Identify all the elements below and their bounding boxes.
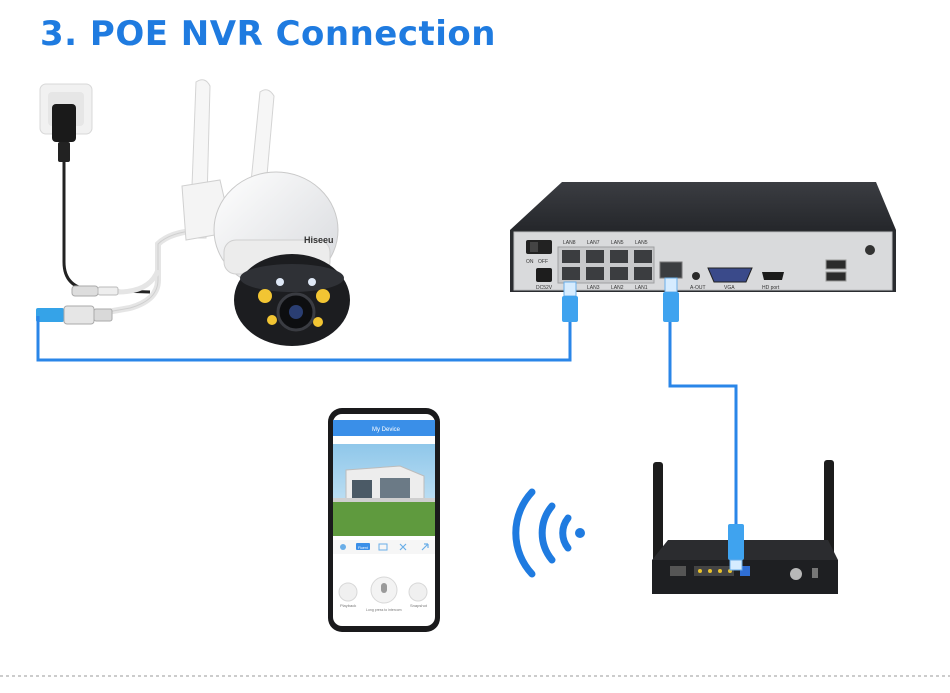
switch-on-label: ON bbox=[526, 259, 534, 265]
usb-port bbox=[825, 271, 847, 282]
lan-label: LAN5 bbox=[635, 240, 648, 246]
vga-label: VGA bbox=[724, 285, 735, 291]
dc-connector bbox=[71, 285, 119, 297]
app-header-title: My Device bbox=[372, 427, 401, 433]
vga-port bbox=[707, 267, 753, 283]
nvr-recorder: ON OFF DC52V LAN8 LAN7 LAN5 LAN5 LAN3 LA… bbox=[510, 182, 896, 292]
audio-out-label: A-OUT bbox=[690, 285, 706, 291]
network-cables bbox=[36, 316, 738, 528]
lan-label: LAN1 bbox=[635, 285, 648, 291]
lan-ports bbox=[557, 246, 655, 284]
wifi-icon bbox=[512, 488, 585, 578]
power-adapter bbox=[52, 104, 76, 162]
router bbox=[652, 460, 838, 594]
lan-label: LAN7 bbox=[587, 240, 600, 246]
playback-label: Playback bbox=[340, 603, 356, 608]
dc-label: DC52V bbox=[536, 285, 553, 291]
power-cable bbox=[62, 162, 151, 294]
talk-hint: Long press to intercom bbox=[366, 608, 402, 612]
page-title: 3. POE NVR Connection bbox=[40, 14, 496, 54]
camera-brand-label: Hiseeu bbox=[304, 235, 334, 245]
lan-label: LAN3 bbox=[587, 285, 600, 291]
hdmi-label: HD port bbox=[762, 285, 780, 291]
rj45-plug-router bbox=[728, 524, 744, 571]
smartphone: My Device Fluent Playback Long press to … bbox=[328, 408, 440, 632]
usb-port bbox=[825, 259, 847, 270]
hdmi-port bbox=[762, 272, 784, 280]
playback-button bbox=[338, 582, 358, 602]
lan-label: LAN5 bbox=[611, 240, 624, 246]
audio-out-jack bbox=[692, 272, 700, 280]
lan-label: LAN2 bbox=[611, 285, 624, 291]
rj45-coupler bbox=[36, 305, 113, 325]
snapshot-label: Snapshot bbox=[410, 603, 428, 608]
rj45-plug-nvr-uplink bbox=[663, 277, 679, 322]
rj45-plug-nvr-lan bbox=[562, 281, 578, 322]
snapshot-button bbox=[408, 582, 428, 602]
lan-label: LAN8 bbox=[563, 240, 576, 246]
switch-off-label: OFF bbox=[538, 259, 548, 265]
stream-quality-badge[interactable]: Fluent bbox=[358, 546, 368, 550]
uplink-port bbox=[659, 261, 683, 279]
camera-pigtail-cable bbox=[95, 227, 201, 317]
ptz-camera: Hiseeu bbox=[181, 79, 350, 346]
